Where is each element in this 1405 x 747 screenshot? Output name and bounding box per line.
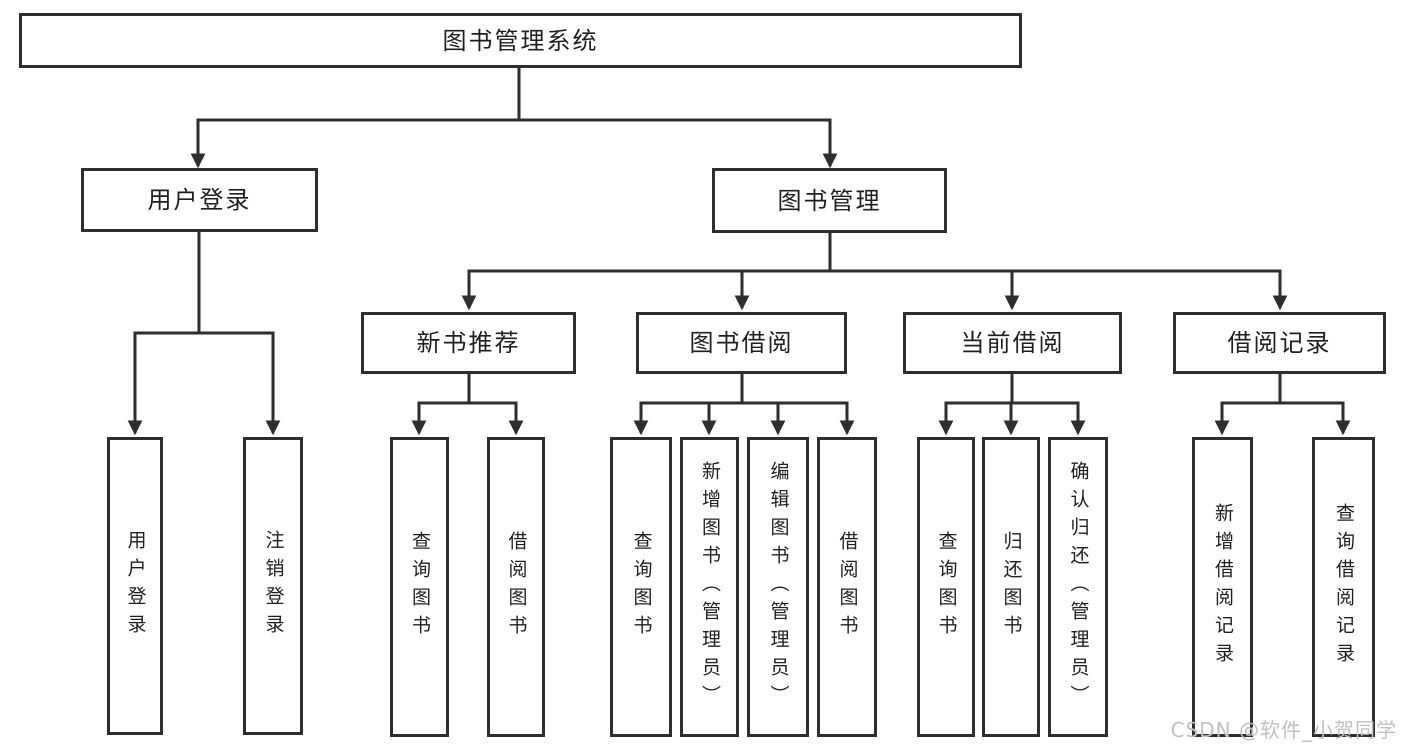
node-logout: 注销登录 [243, 437, 303, 735]
node-book-management: 图书管理 [712, 168, 947, 233]
node-cb-query-book: 查询图书 [917, 437, 975, 737]
node-borrow-record: 借阅记录 [1173, 312, 1386, 374]
node-nbr-query-book: 查询图书 [390, 437, 449, 737]
node-cb-return-book-label: 归还图书 [1000, 531, 1023, 643]
node-bb-query-book: 查询图书 [610, 437, 672, 737]
node-bb-add-book-admin-label: 新增图书（管理员） [699, 461, 721, 713]
node-bb-borrow-book: 借阅图书 [817, 437, 877, 737]
node-br-query-record-label: 查询借阅记录 [1333, 503, 1355, 671]
node-login-label: 用户登录 [124, 530, 147, 642]
node-br-query-record: 查询借阅记录 [1312, 437, 1375, 737]
node-nbr-borrow-book: 借阅图书 [487, 437, 545, 737]
csdn-watermark: CSDN @软件_小贺同学 [1170, 718, 1397, 742]
node-user-login-label: 用户登录 [147, 186, 252, 214]
node-current-borrow: 当前借阅 [903, 312, 1122, 374]
node-cb-return-book: 归还图书 [982, 437, 1040, 737]
node-bb-edit-book-admin: 编辑图书（管理员） [747, 437, 809, 737]
node-book-borrow: 图书借阅 [636, 312, 847, 374]
node-cb-query-book-label: 查询图书 [935, 531, 958, 643]
node-root-label: 图书管理系统 [442, 26, 599, 55]
node-book-borrow-label: 图书借阅 [689, 329, 794, 357]
node-cb-confirm-return-admin: 确认归还（管理员） [1048, 437, 1108, 737]
node-bb-edit-book-admin-label: 编辑图书（管理员） [767, 461, 790, 713]
node-cb-confirm-return-admin-label: 确认归还（管理员） [1067, 461, 1090, 713]
node-new-book-recommend-label: 新书推荐 [416, 329, 521, 357]
node-nbr-query-book-label: 查询图书 [409, 531, 431, 643]
node-logout-label: 注销登录 [262, 530, 285, 642]
node-login: 用户登录 [107, 437, 163, 735]
node-user-login: 用户登录 [81, 168, 318, 232]
node-bb-add-book-admin: 新增图书（管理员） [680, 437, 739, 737]
node-new-book-recommend: 新书推荐 [361, 312, 576, 374]
node-nbr-borrow-book-label: 借阅图书 [505, 531, 528, 643]
node-borrow-record-label: 借阅记录 [1227, 329, 1332, 357]
node-root: 图书管理系统 [19, 13, 1022, 68]
node-br-add-record-label: 新增借阅记录 [1212, 503, 1234, 671]
node-br-add-record: 新增借阅记录 [1192, 437, 1253, 737]
node-bb-borrow-book-label: 借阅图书 [836, 531, 859, 643]
node-current-borrow-label: 当前借阅 [960, 329, 1065, 357]
node-bb-query-book-label: 查询图书 [630, 531, 653, 643]
node-book-management-label: 图书管理 [777, 186, 882, 215]
